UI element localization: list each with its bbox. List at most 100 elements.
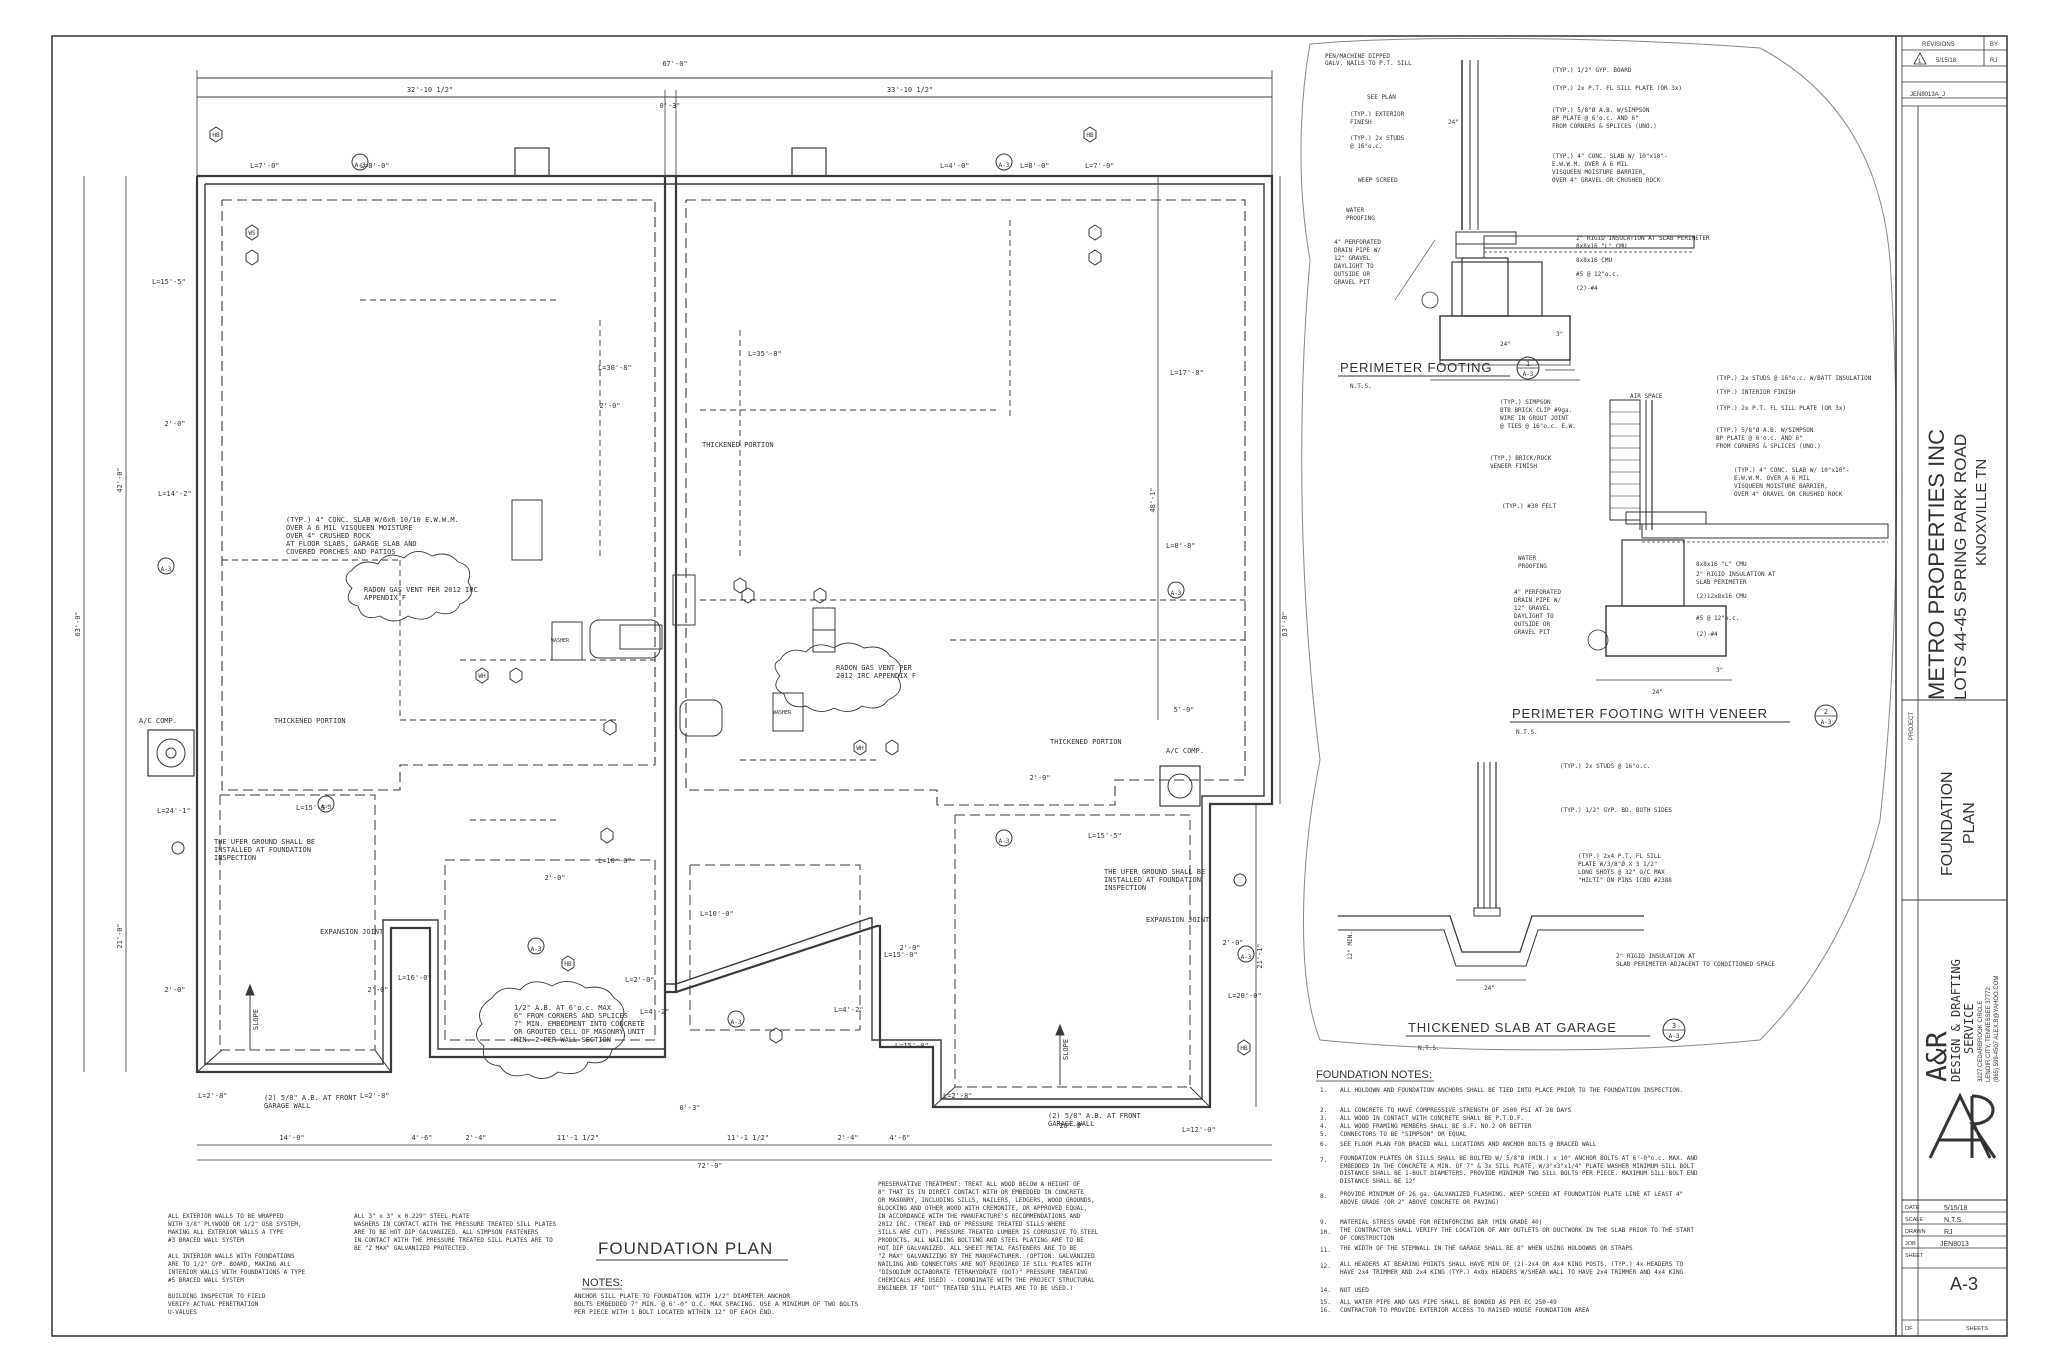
ufer-1a: THE UFER GROUND SHALL BE: [214, 838, 315, 846]
tag-wh-2: WH: [856, 745, 864, 752]
tb-project-label: PROJECT: [1909, 712, 1915, 740]
vf-left-15: OUTSIDE OR: [1514, 621, 1551, 628]
garage-wall-2a: (2) 5/8" A.B. AT FRONT: [1048, 1112, 1142, 1120]
tag-hb-1: HB: [212, 132, 220, 139]
bottom-note-c1-9: #5 BRACED WALL SYSTEM: [168, 1277, 244, 1284]
dim-right-upper: 48'-1": [1149, 487, 1157, 512]
pf-label-6: (TYP.) 4" CONC. SLAB W/ 10"x10"-: [1552, 153, 1668, 160]
bottom-note-c3-1: PRESERVATIVE TREATMENT: TREAT ALL WOOD B…: [878, 1181, 1081, 1188]
fn-7-text: FOUNDATION PLATES OR SILLS SHALL BE BOLT…: [1340, 1155, 1698, 1185]
ts-tag-num: 3: [1672, 1022, 1676, 1030]
pf-dim-1: 24": [1448, 119, 1459, 126]
dim-r2-0b: 2'-0": [367, 986, 388, 994]
washer-label-2: WASHER: [773, 710, 792, 716]
elev-8: L=30'-8": [598, 364, 632, 372]
tb-scale-value: N.T.S.: [1944, 1217, 1963, 1224]
tb-job-label: JOB: [1905, 1241, 1916, 1247]
pf-left-6: (TYP.) 2x STUDS: [1350, 135, 1405, 142]
elev-5: L=7'-0": [1085, 162, 1115, 170]
details-cloud: [1300, 37, 1898, 1051]
ts-label-7: 2" RIGID INSULATION AT: [1616, 953, 1696, 960]
pf-label-14: (2)-#4: [1576, 285, 1598, 292]
elev-2: L=8'-0": [360, 162, 390, 170]
fn-6-num: 6.: [1320, 1141, 1327, 1148]
vf-label-12: 2" RIGID INSULATION AT: [1696, 571, 1776, 578]
dim-b4-6a: 4'-6": [411, 1134, 432, 1142]
tb-sheet-title-2: PLAN: [1961, 802, 1978, 844]
vf-left-8: (TYP.) #30 FELT: [1502, 503, 1557, 510]
pf-label-1: (TYP.) 1/2" GYP. BOARD: [1552, 67, 1632, 74]
tb-project-city: KNOXVILLE TN: [1973, 459, 1990, 566]
dim-b4-6b: 4'-6": [889, 1134, 910, 1142]
elev-4: L=8'-0": [1020, 162, 1050, 170]
bottom-note-c3-12: "DISODIUM OCTABORATE TETRAHYDRATE (DOT)"…: [878, 1269, 1088, 1276]
dim-left-half: 32'-10 1/2": [407, 86, 453, 94]
dim-left-lower: 21'-0": [116, 923, 124, 948]
fn-16-text: CONTRACTOR TO PROVIDE EXTERIOR ACCESS TO…: [1340, 1307, 1590, 1314]
vf-label-1: (TYP.) 2x STUDS @ 16"o.c. W/BATT INSULAT…: [1716, 375, 1872, 382]
section-tag-3: A-3: [161, 566, 172, 573]
elev-10: L=14'-2": [158, 490, 192, 498]
dim-r2-0: 2'-0": [1222, 939, 1243, 947]
anchor-note-4: OR GROUTED CELL OF MASONRY UNIT: [514, 1028, 645, 1036]
detail-veneer-footing: [1587, 399, 1889, 681]
sheet-border: [51, 35, 2008, 1337]
fn-9-num: 9.: [1320, 1219, 1327, 1226]
fn-2-num: 2.: [1320, 1107, 1327, 1114]
fn-11-num: 11.: [1320, 1247, 1331, 1254]
bottom-note-c1-13: U-VALUES: [168, 1309, 197, 1316]
vf-label-6: FROM CORNERS & SPLICES (UNO.): [1716, 443, 1821, 450]
fn-heading: FOUNDATION NOTES:: [1316, 1069, 1432, 1081]
dim-depth-left: 63'-0": [74, 611, 82, 636]
tag-wh-1: WH: [478, 673, 486, 680]
washer-label-1: WASHER: [551, 638, 570, 644]
fn-15-num: 15.: [1320, 1299, 1331, 1306]
fn-3-text: ALL WOOD IN CONTACT WITH CONCRETE SHALL …: [1340, 1115, 1524, 1122]
pf-left-9: WATER: [1346, 207, 1364, 214]
tb-rev-by: RJ: [1990, 58, 1997, 64]
ts-tag-sheet: A-3: [1669, 1033, 1680, 1040]
vf-left-4: WIRE IN GROUT JOINT: [1500, 415, 1569, 422]
fn-1-text: ALL HOLDOWN AND FOUNDATION ANCHORS SHALL…: [1340, 1087, 1683, 1094]
elev-21: L=4'-2": [834, 1006, 864, 1014]
vf-left-3: BTB BRICK CLIP #9ga.: [1500, 407, 1572, 414]
ts-label-2: (TYP.) 1/2" GYP. BD. BOTH SIDES: [1560, 807, 1672, 814]
pf-dim-3: 24": [1500, 341, 1511, 348]
elev-25: L=2'-8": [360, 1092, 390, 1100]
vf-label-2: (TYP.) INTERIOR FINISH: [1716, 389, 1796, 396]
tb-of-label: OF: [1905, 1326, 1913, 1332]
vf-label-10: OVER 4" GRAVEL OR CRUSHED ROCK: [1734, 491, 1843, 498]
fn-7-num: 7.: [1320, 1157, 1327, 1164]
vf-left-7: VENEER FINISH: [1490, 463, 1537, 470]
tb-job-ref: JEN8013A_J: [1910, 92, 1945, 98]
elev-6: L=15'-5": [152, 278, 186, 286]
vf-left-5: @ TIES @ 16"o.c. E.W.: [1500, 423, 1576, 430]
fn-8-num: 8.: [1320, 1193, 1327, 1200]
pf-label-4: BP PLATE @ 6'o.c. AND 6": [1552, 115, 1639, 122]
elev-19: L=15'-0": [884, 951, 918, 959]
tb-by-label: BY: [1990, 42, 1998, 48]
garage-wall-1a: (2) 5/8" A.B. AT FRONT: [264, 1094, 358, 1102]
anchor-note-3: 7" MIN. EMBEDMENT INTO CONCRETE: [514, 1020, 645, 1028]
tag-hb-3: HB: [1240, 1045, 1248, 1052]
tb-firm-sub1: DESIGN & DRAFTING: [1949, 959, 1963, 1082]
foundation-plan: [83, 70, 1281, 1161]
dim-g2-0b: 2'-0": [544, 874, 565, 882]
dim-l2-0b: 2'-0": [164, 986, 185, 994]
vf-label-15: #5 @ 12"o.c.: [1696, 615, 1739, 622]
elev-9: L=17'-8": [1170, 369, 1204, 377]
slope-2: SLOPE: [1062, 1039, 1070, 1060]
thickened-label-2: THICKENED PORTION: [702, 441, 774, 449]
vf-left-9: WATER: [1518, 555, 1536, 562]
bottom-note-c1-4: #3 BRACED WALL SYSTEM: [168, 1237, 244, 1244]
tb-revisions-label: REVISIONS: [1922, 42, 1955, 48]
elev-24: L=2'-8": [198, 1092, 228, 1100]
fn-2-text: ALL CONCRETE TO HAVE COMPRESSIVE STRENGT…: [1340, 1107, 1572, 1114]
plan-notes-line-1: ANCHOR SILL PLATE TO FOUNDATION WITH 1/2…: [574, 1293, 790, 1300]
pf-label-2: (TYP.) 2x P.T. FL SILL PLATE (OR 3x): [1552, 85, 1682, 92]
vf-left-12: DRAIN PIPE W/: [1514, 597, 1561, 604]
pf-left-3: SEE PLAN: [1367, 94, 1396, 101]
section-tag-6: A-3: [999, 838, 1010, 845]
pf-label-9: OVER 4" GRAVEL OR CRUSHED ROCK: [1552, 177, 1661, 184]
